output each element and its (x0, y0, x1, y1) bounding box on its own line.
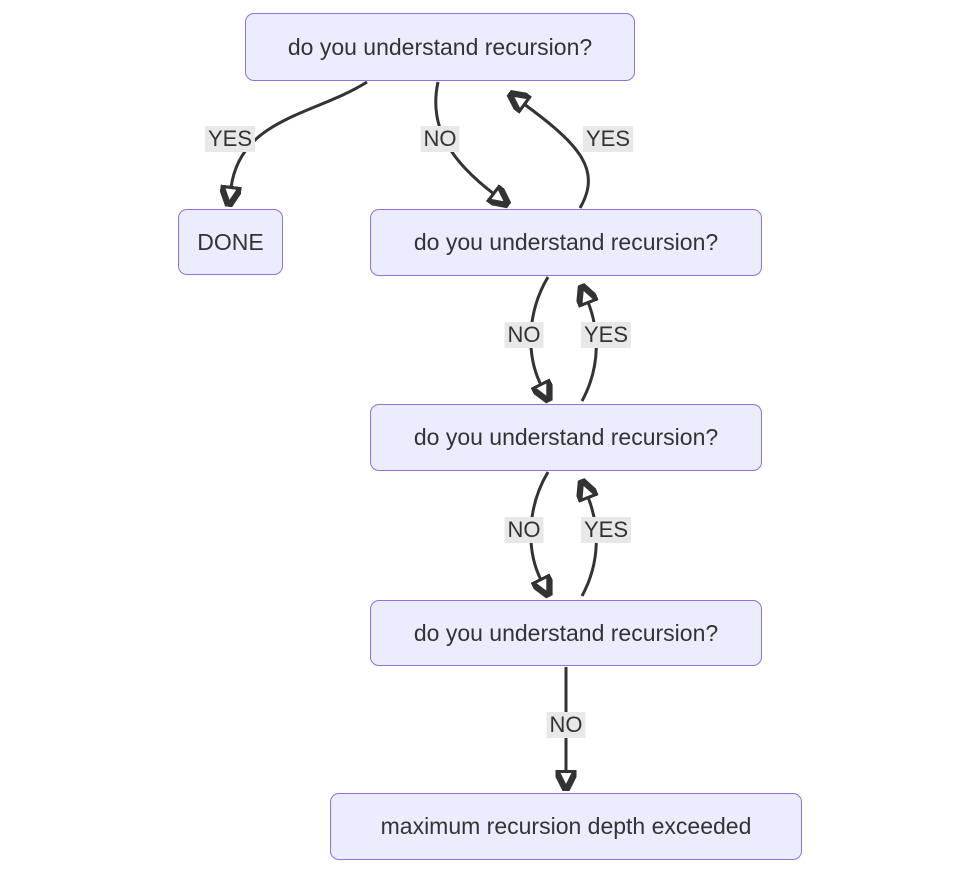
edge-label-yes-q4-q3: YES (580, 517, 632, 543)
edge-label-no-q3-q4: NO (504, 517, 544, 543)
edge-yes-q3-to-q2 (582, 302, 596, 402)
edge-label-no-q4-max-depth: NO (546, 712, 586, 738)
edge-label-yes-q1-done: YES (204, 126, 256, 152)
edge-label-yes-q2-q1: YES (582, 126, 634, 152)
node-question-2: do you understand recursion? (370, 209, 762, 276)
edge-label-no-q1-q2: NO (420, 126, 460, 152)
node-max-recursion-depth: maximum recursion depth exceeded (330, 793, 802, 860)
edge-yes-q2-to-q1 (524, 104, 590, 209)
edge-yes-q1-to-done (231, 80, 368, 188)
node-question-1: do you understand recursion? (245, 13, 635, 81)
edge-label-no-q2-q3: NO (504, 322, 544, 348)
edge-label-yes-q3-q2: YES (580, 322, 632, 348)
node-question-3: do you understand recursion? (370, 404, 762, 471)
node-question-4: do you understand recursion? (370, 600, 762, 666)
edge-yes-q4-to-q3 (582, 497, 596, 597)
node-done: DONE (178, 209, 283, 275)
